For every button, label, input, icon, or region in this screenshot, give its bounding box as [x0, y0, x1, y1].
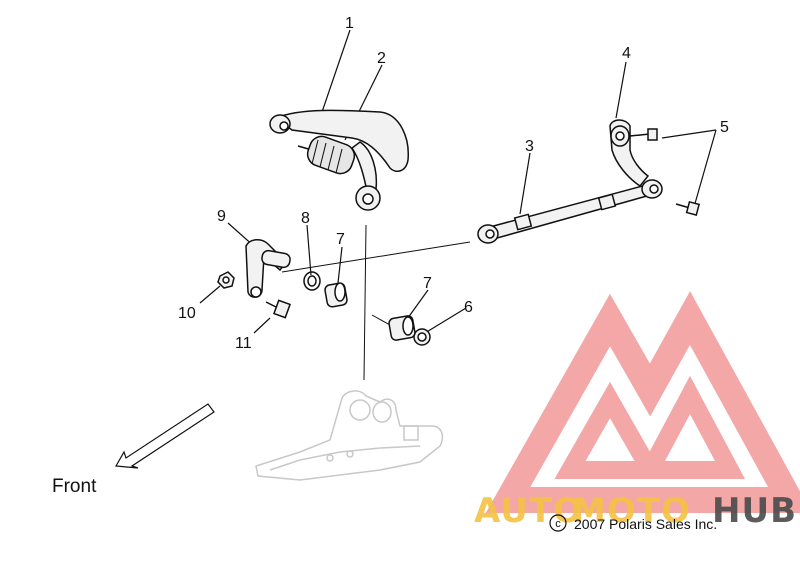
watermark-logo: [485, 291, 800, 513]
part-1-pedal-lever: [269, 109, 409, 211]
part-6-washer: [413, 328, 431, 346]
callout-10: 10: [178, 305, 196, 322]
part-3-linkage-rod: [477, 179, 663, 244]
callout-9: 9: [217, 208, 226, 225]
part-11-bolt: [265, 299, 291, 319]
callout-11: 11: [235, 335, 252, 352]
copyright-notice: c 2007 Polaris Sales Inc.: [549, 514, 717, 532]
part-9-pivot-arm: [245, 239, 291, 298]
callout-numbers: 1 2 3 4 5 6 7 7 8 9 10 11: [178, 15, 729, 352]
copyright-text: 2007 Polaris Sales Inc.: [574, 516, 717, 532]
front-direction-arrow: [115, 403, 215, 469]
callout-8: 8: [301, 210, 310, 227]
callout-2: 2: [377, 50, 386, 67]
part-4-bellcrank: [609, 119, 650, 188]
callout-5: 5: [720, 119, 729, 136]
watermark-brand-text: AUTO MOTO HUB: [474, 491, 797, 531]
watermark-brand-auto: AUTO: [474, 491, 583, 531]
copyright-symbol: c: [555, 518, 561, 530]
watermark-brand-hub: HUB: [712, 491, 797, 531]
copyright-icon: [549, 514, 567, 532]
callout-6: 6: [464, 299, 473, 316]
callout-7a: 7: [336, 231, 345, 248]
callout-1: 1: [345, 15, 354, 32]
front-label: Front: [52, 476, 97, 497]
part-8-o-ring: [303, 271, 321, 291]
part-10-nut: [217, 271, 235, 289]
part-5-bolts: [629, 128, 701, 217]
ghost-footrest-frame: [255, 390, 444, 481]
part-2-foot-peg: [297, 135, 356, 175]
leader-lines: [199, 29, 717, 334]
callout-3: 3: [525, 138, 534, 155]
callout-7b: 7: [423, 275, 432, 292]
callout-4: 4: [622, 45, 631, 62]
part-7-bushings: [324, 282, 416, 341]
watermark-brand-moto: MOTO: [572, 491, 691, 531]
